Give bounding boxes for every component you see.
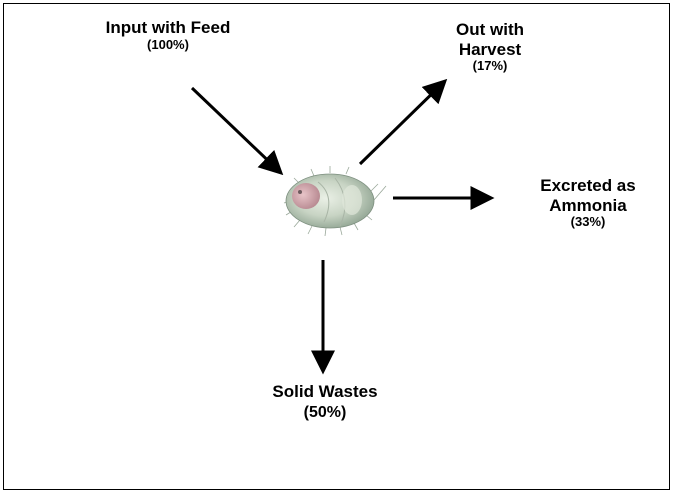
ammonia-title-line1: Excreted as bbox=[540, 176, 636, 195]
organism-icon bbox=[283, 166, 387, 237]
harvest-percent: (17%) bbox=[472, 58, 508, 74]
diagram-frame bbox=[3, 3, 670, 490]
harvest-label: Out with Harvest (17%) bbox=[420, 20, 560, 74]
input-feed-title: Input with Feed bbox=[105, 18, 231, 37]
harvest-title-line2: Harvest bbox=[458, 39, 522, 59]
ammonia-label: Excreted as Ammonia (33%) bbox=[508, 176, 668, 230]
input-arrow bbox=[190, 86, 284, 176]
input-feed-label: Input with Feed (100%) bbox=[78, 18, 258, 52]
solid-waste-label: Solid Wastes (50%) bbox=[240, 382, 410, 422]
ammonia-title-line2: Ammonia bbox=[549, 195, 627, 215]
solid-waste-percent: (50%) bbox=[303, 403, 347, 421]
harvest-arrow bbox=[358, 78, 448, 166]
ammonia-percent: (33%) bbox=[570, 214, 606, 230]
harvest-title-line1: Out with bbox=[456, 20, 524, 39]
solid-waste-title: Solid Wastes bbox=[272, 382, 378, 401]
input-feed-percent: (100%) bbox=[147, 36, 189, 52]
